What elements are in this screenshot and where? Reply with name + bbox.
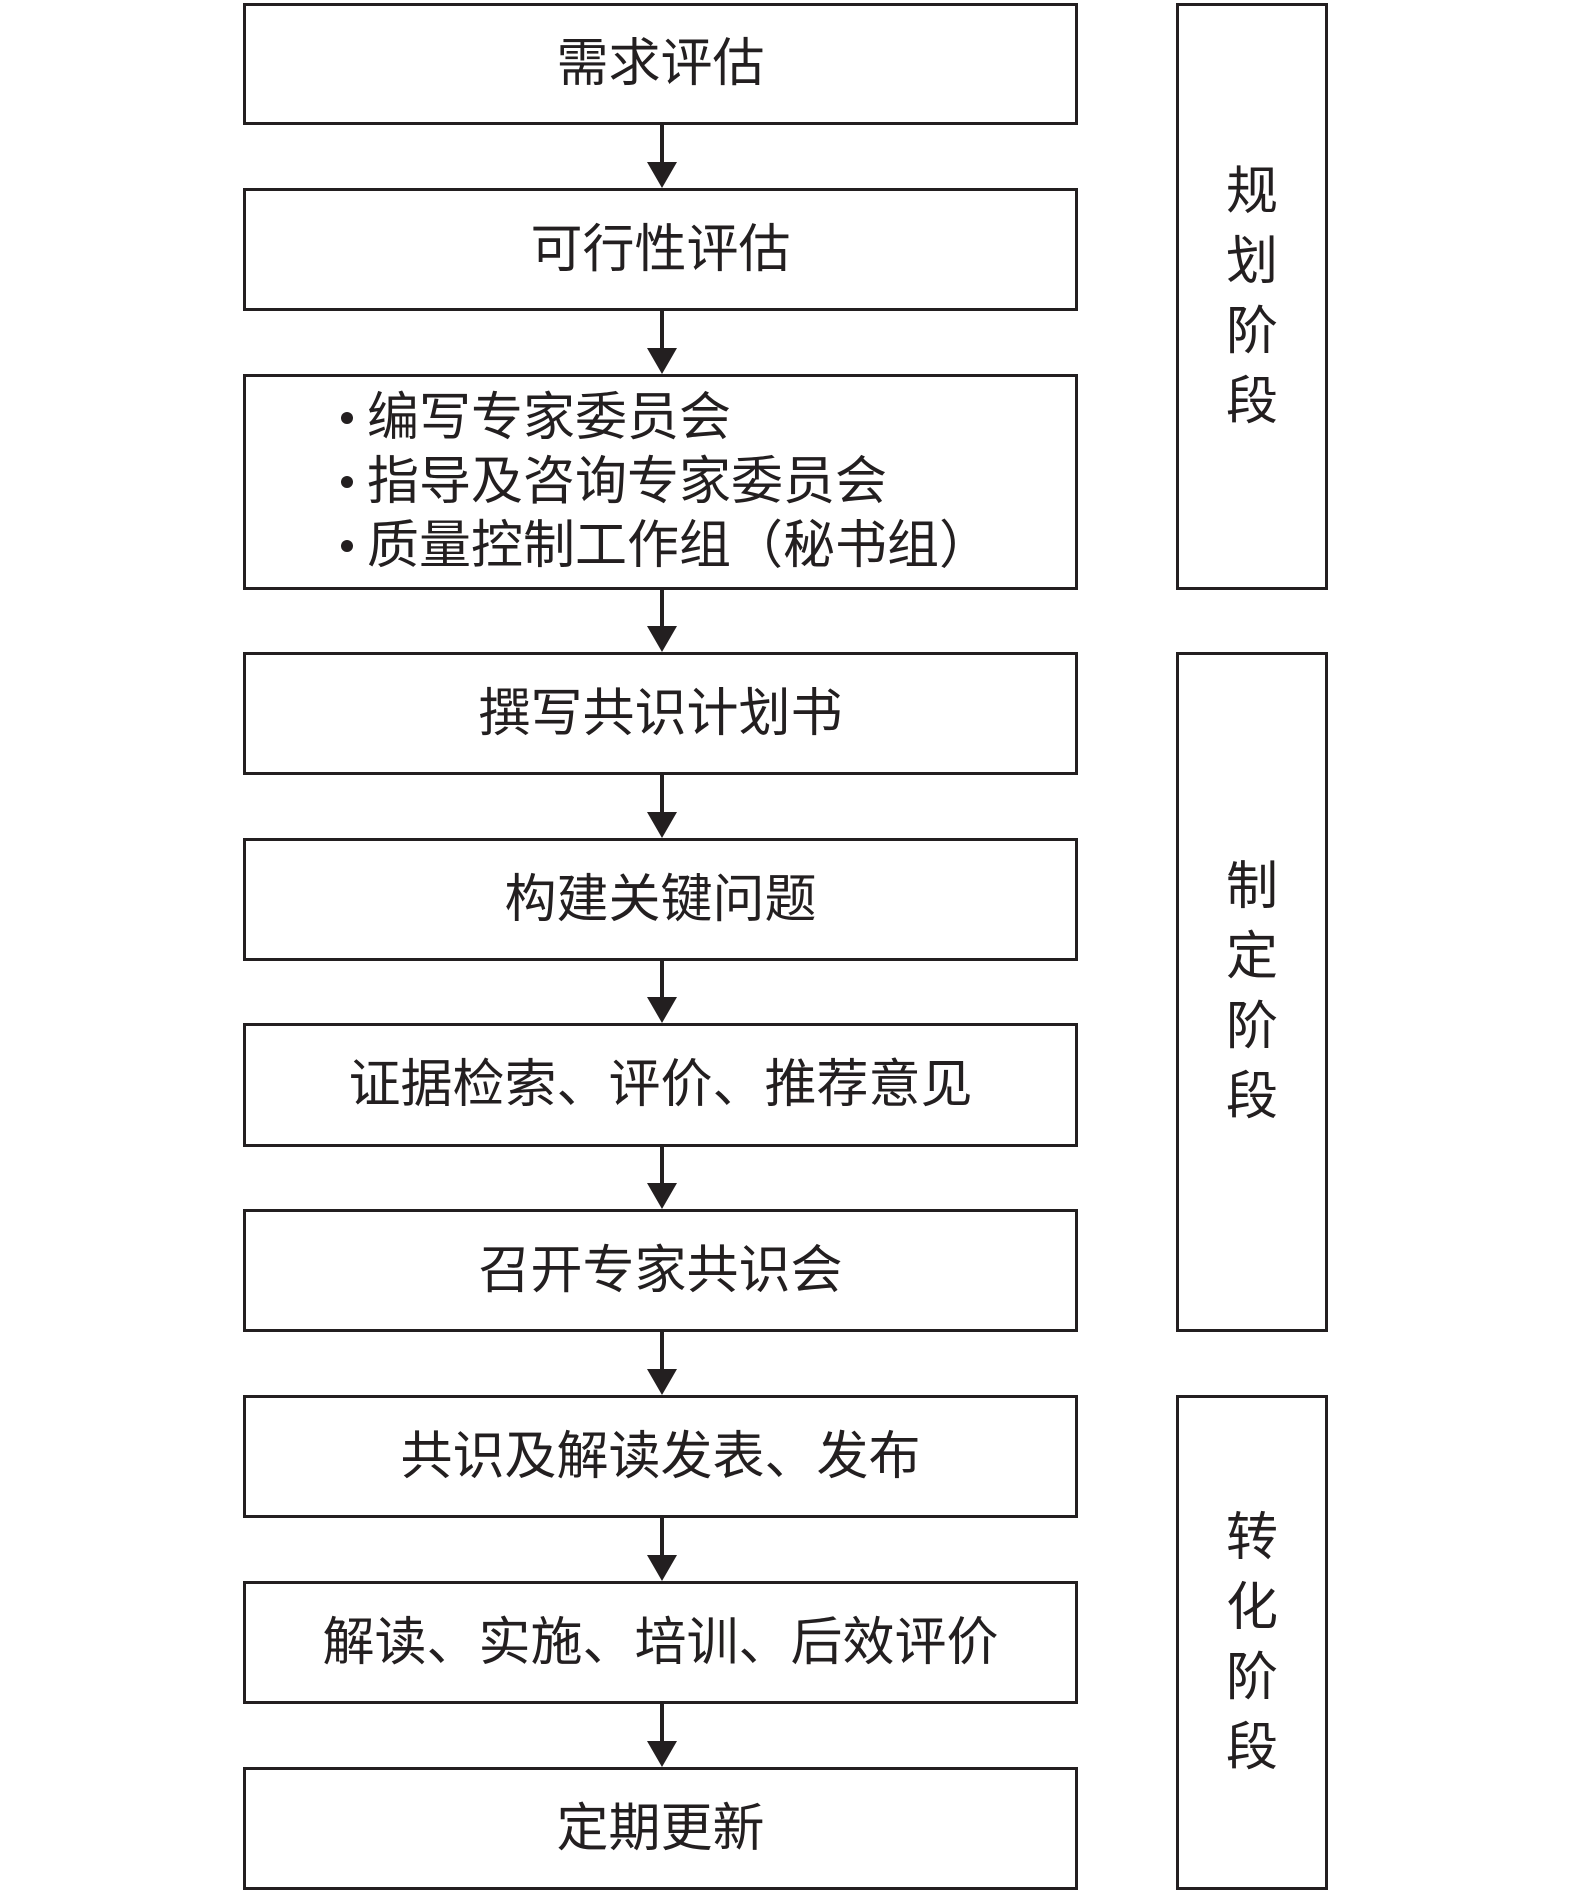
- step-plan-writing: 撰写共识计划书: [243, 652, 1078, 775]
- phase-char: 转: [1225, 1507, 1278, 1568]
- flow-arrow: [642, 1518, 682, 1581]
- phase-char: 化: [1225, 1577, 1278, 1638]
- step-implement: 解读、实施、培训、后效评价: [243, 1581, 1078, 1704]
- step-feasibility-assessment: 可行性评估: [243, 188, 1078, 311]
- flow-arrow: [642, 1332, 682, 1395]
- step-committees: 编写专家委员会 指导及咨询专家委员会 质量控制工作组（秘书组）: [243, 374, 1078, 590]
- step-publish: 共识及解读发表、发布: [243, 1395, 1078, 1518]
- phase-char: 阶: [1225, 1647, 1278, 1708]
- step-label: 构建关键问题: [504, 869, 817, 930]
- step-label: 可行性评估: [530, 219, 791, 280]
- committee-item-label: 指导及咨询专家委员会: [367, 452, 888, 512]
- phase-label: 制定阶段: [1226, 852, 1278, 1132]
- phase-planning: 规划阶段: [1176, 3, 1328, 590]
- step-meeting: 召开专家共识会: [243, 1209, 1078, 1332]
- step-evidence: 证据检索、评价、推荐意见: [243, 1023, 1078, 1147]
- step-label: 证据检索、评价、推荐意见: [348, 1055, 973, 1115]
- phase-char: 划: [1225, 231, 1278, 292]
- flow-arrow: [642, 961, 682, 1023]
- step-demand-assessment: 需求评估: [243, 3, 1078, 125]
- step-label: 撰写共识计划书: [478, 683, 843, 744]
- phase-char: 规: [1225, 161, 1278, 222]
- committee-item: 编写专家委员会: [341, 386, 731, 450]
- flow-arrow: [642, 1147, 682, 1209]
- step-label: 解读、实施、培训、后效评价: [322, 1612, 999, 1673]
- phase-development: 制定阶段: [1176, 652, 1328, 1332]
- phase-translation: 转化阶段: [1176, 1395, 1328, 1890]
- bullet-icon: [341, 412, 353, 424]
- phase-label: 转化阶段: [1226, 1503, 1278, 1783]
- flow-arrow: [642, 590, 682, 652]
- phase-char: 段: [1225, 371, 1278, 432]
- phase-char: 阶: [1225, 301, 1278, 362]
- phase-char: 阶: [1225, 997, 1278, 1057]
- step-label: 定期更新: [556, 1798, 765, 1859]
- bullet-icon: [341, 476, 353, 488]
- phase-char: 制: [1225, 857, 1278, 917]
- flow-arrow: [642, 125, 682, 188]
- step-label: 共识及解读发表、发布: [400, 1426, 921, 1487]
- committee-item: 指导及咨询专家委员会: [341, 450, 887, 514]
- step-update: 定期更新: [243, 1767, 1078, 1890]
- bullet-icon: [341, 540, 353, 552]
- flow-arrow: [642, 775, 682, 838]
- step-label: 需求评估: [556, 34, 765, 94]
- committee-item-label: 编写专家委员会: [367, 388, 732, 448]
- committee-item: 质量控制工作组（秘书组）: [341, 514, 991, 578]
- step-label: 召开专家共识会: [478, 1240, 843, 1301]
- committee-item-label: 质量控制工作组（秘书组）: [367, 516, 992, 576]
- flow-arrow: [642, 1704, 682, 1767]
- phase-label: 规划阶段: [1226, 157, 1278, 437]
- phase-char: 段: [1225, 1067, 1278, 1127]
- phase-char: 段: [1225, 1717, 1278, 1778]
- step-key-questions: 构建关键问题: [243, 838, 1078, 961]
- flow-arrow: [642, 311, 682, 374]
- phase-char: 定: [1225, 927, 1278, 987]
